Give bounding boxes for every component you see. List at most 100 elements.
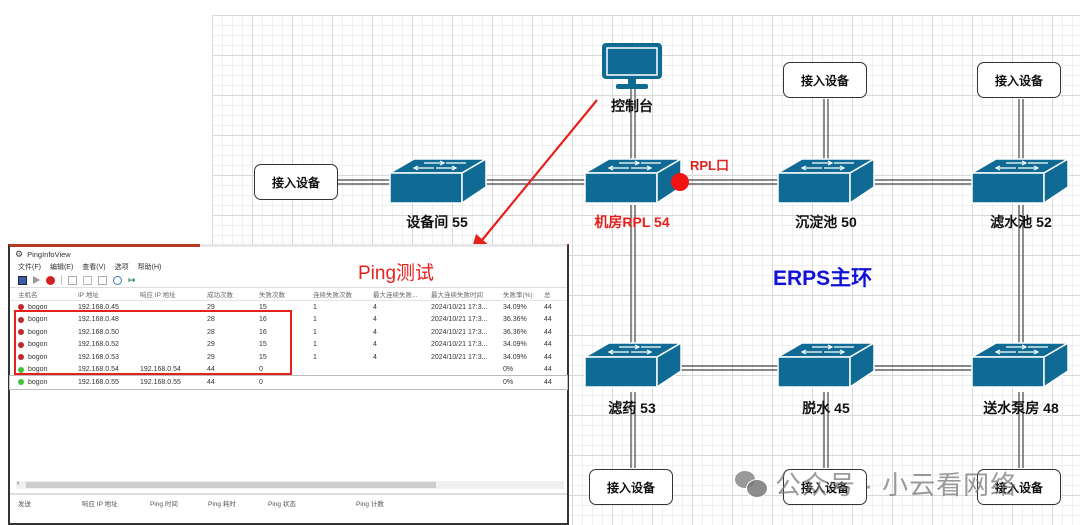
switch-icon-sw48 (971, 342, 1069, 388)
col-max-consec[interactable]: 最大连续失败... (373, 292, 418, 299)
cell-max-time: 2024/10/21 17:3... (431, 341, 488, 349)
copy-icon[interactable] (83, 275, 92, 285)
scroll-left-icon[interactable]: ‹ (17, 480, 20, 487)
cell-total: 44 (544, 341, 552, 349)
col-ip[interactable]: IP 地址 (78, 292, 99, 299)
switch-label-sw55: 设备间 55 (406, 214, 468, 230)
switch-label-sw45: 脱水 45 (802, 400, 850, 416)
cell-success: 29 (207, 353, 215, 361)
col-reply-ip[interactable]: 响应 IP 地址 (140, 292, 176, 299)
scrollbar-thumb[interactable] (26, 482, 436, 488)
menu-help[interactable]: 帮助(H) (137, 264, 162, 271)
access-device-box: 接入设备 (254, 164, 338, 200)
cell-max-consec: 4 (373, 316, 377, 324)
menu-options[interactable]: 选项 (114, 264, 129, 271)
rpl-port-marker (671, 173, 689, 191)
switch-label-sw53: 滤药 53 (608, 400, 656, 416)
stop-icon[interactable] (46, 275, 55, 285)
horizontal-scrollbar[interactable]: ‹ (16, 480, 564, 489)
window-title: PingInfoView (27, 249, 71, 259)
cell-host: bogon (10, 379, 78, 386)
switch-icon-sw53 (584, 342, 682, 388)
col-send[interactable]: 发送 (18, 501, 31, 508)
cell-max-consec: 4 (373, 353, 377, 361)
access-device-box: 接入设备 (783, 469, 867, 505)
switch-icon-sw45 (777, 342, 875, 388)
cell-fail: 16 (259, 316, 267, 324)
col-host[interactable]: 主机名 (18, 292, 38, 299)
exit-icon[interactable]: ↦ (128, 274, 136, 285)
col-fail[interactable]: 失败次数 (259, 292, 285, 299)
play-icon[interactable] (33, 276, 40, 284)
table-row[interactable]: bogon 192.168.0.48 28 16 1 4 2024/10/21 17:3..… (10, 314, 567, 327)
cell-host: bogon (10, 354, 78, 361)
cell-fail: 0 (259, 378, 263, 386)
col-total[interactable]: 总 (544, 292, 551, 299)
cell-consec-fail: 1 (313, 341, 317, 349)
cell-host: bogon (10, 366, 78, 373)
cell-fail: 15 (259, 341, 267, 349)
switch-icon-sw55 (389, 158, 487, 204)
window-titlebar[interactable]: ⚙ PingInfoView (10, 247, 567, 261)
cell-success: 28 (207, 316, 215, 324)
save-icon[interactable] (68, 275, 77, 285)
cell-total: 44 (544, 353, 552, 361)
switch-label-sw54: 机房RPL 54 (594, 214, 670, 230)
cell-rate: 0% (503, 366, 514, 374)
col-ping-time[interactable]: Ping 时间 (150, 501, 178, 508)
col-rate[interactable]: 失败率(%) (503, 292, 533, 299)
list-icon[interactable] (18, 275, 27, 285)
host-name: bogon (28, 341, 48, 349)
host-name: bogon (28, 378, 48, 386)
host-name: bogon (28, 303, 48, 311)
cell-consec-fail: 1 (313, 316, 317, 324)
col-consec-fail[interactable]: 连续失败次数 (313, 292, 352, 299)
cell-host: bogon (10, 316, 78, 323)
cell-success: 28 (207, 328, 215, 336)
status-ok-icon (18, 366, 24, 373)
host-name: bogon (28, 316, 48, 324)
refresh-icon[interactable] (113, 275, 122, 285)
col-ping-status[interactable]: Ping 状态 (268, 501, 296, 508)
col-success[interactable]: 成功次数 (207, 292, 233, 299)
menu-file[interactable]: 文件(F) (18, 264, 41, 271)
cell-max-consec: 4 (373, 303, 377, 311)
cell-ip: 192.168.0.54 (78, 366, 119, 374)
cell-fail: 16 (259, 328, 267, 336)
failed-rows-highlight (14, 310, 292, 375)
menu-view[interactable]: 查看(V) (82, 264, 106, 271)
cell-fail: 0 (259, 366, 263, 374)
col-ping-count[interactable]: Ping 计数 (356, 501, 384, 508)
access-device-box: 接入设备 (589, 469, 673, 505)
cell-reply-ip: 192.168.0.55 (140, 378, 181, 386)
menu-edit[interactable]: 编辑(E) (49, 264, 74, 271)
cell-max-consec: 4 (373, 341, 377, 349)
properties-icon[interactable] (98, 275, 107, 285)
cell-fail: 15 (259, 303, 267, 311)
switch-icon-sw50 (777, 158, 875, 204)
access-device-box: 接入设备 (977, 469, 1061, 505)
watermark: 公众号 · 小云看网络 (735, 465, 1017, 502)
cell-ip: 192.168.0.48 (78, 316, 119, 324)
status-fail-icon (18, 329, 24, 336)
status-fail-icon (18, 341, 24, 348)
monitor-icon (602, 43, 662, 89)
cell-consec-fail: 1 (313, 328, 317, 336)
switch-label-sw50: 沉淀池 50 (795, 214, 857, 230)
ping-arrow-icon (470, 99, 598, 255)
cell-fail: 15 (259, 353, 267, 361)
toolbar: ↦ (10, 273, 567, 288)
col-lower-reply-ip[interactable]: 响应 IP 地址 (82, 501, 118, 508)
switch-icon-sw52 (971, 158, 1069, 204)
cell-max-time: 2024/10/21 17:3... (431, 316, 488, 324)
col-max-time[interactable]: 最大连续失败时间 (431, 292, 483, 299)
cell-ip: 192.168.0.50 (78, 328, 119, 336)
cell-success: 29 (207, 341, 215, 349)
col-ping-duration[interactable]: Ping 耗时 (208, 501, 236, 508)
